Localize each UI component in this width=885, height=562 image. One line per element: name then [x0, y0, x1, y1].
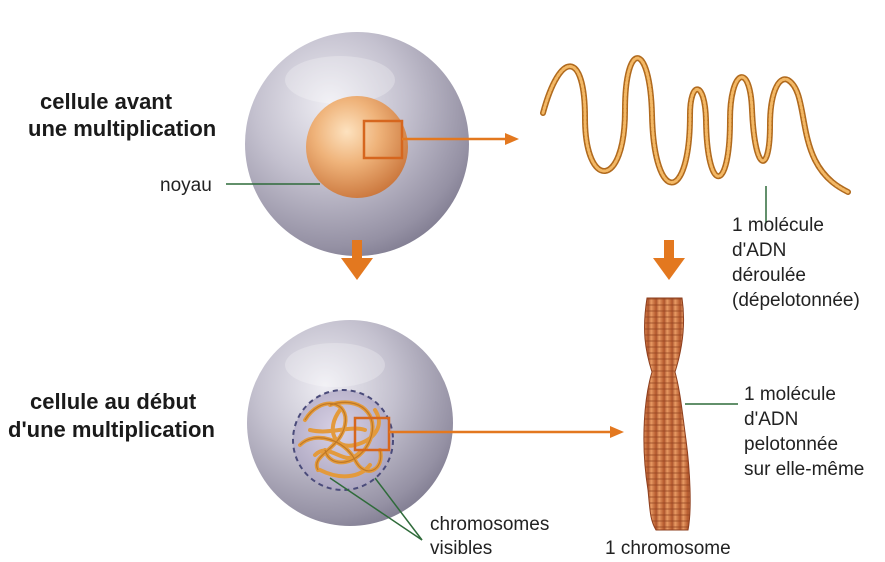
cell-start-division: [247, 320, 453, 526]
label-nucleus: noyau: [160, 174, 212, 197]
label-cell-before-2: une multiplication: [28, 115, 216, 142]
label-dna-unrolled-4: (dépelotonnée): [732, 289, 860, 312]
label-dna-coiled-2: d'ADN: [744, 408, 798, 431]
label-chromosomes-2: visibles: [430, 537, 492, 560]
label-cell-before-1: cellule avant: [40, 88, 172, 115]
dna-strand-unrolled: [543, 58, 848, 192]
label-dna-unrolled-3: déroulée: [732, 264, 806, 287]
chromosome: [644, 298, 690, 530]
label-dna-unrolled-1: 1 molécule: [732, 214, 824, 237]
label-dna-coiled-4: sur elle-même: [744, 458, 864, 481]
label-cell-start-2: d'une multiplication: [8, 416, 215, 443]
arrow-down-right: [653, 240, 685, 280]
label-cell-start-1: cellule au début: [30, 388, 196, 415]
cell-before-division: [245, 32, 469, 256]
label-dna-coiled-1: 1 molécule: [744, 383, 836, 406]
label-chromosomes-1: chromosomes: [430, 513, 549, 536]
nucleus: [306, 96, 408, 198]
label-dna-unrolled-2: d'ADN: [732, 239, 786, 262]
label-chromosome: 1 chromosome: [605, 537, 731, 560]
label-dna-coiled-3: pelotonnée: [744, 433, 838, 456]
